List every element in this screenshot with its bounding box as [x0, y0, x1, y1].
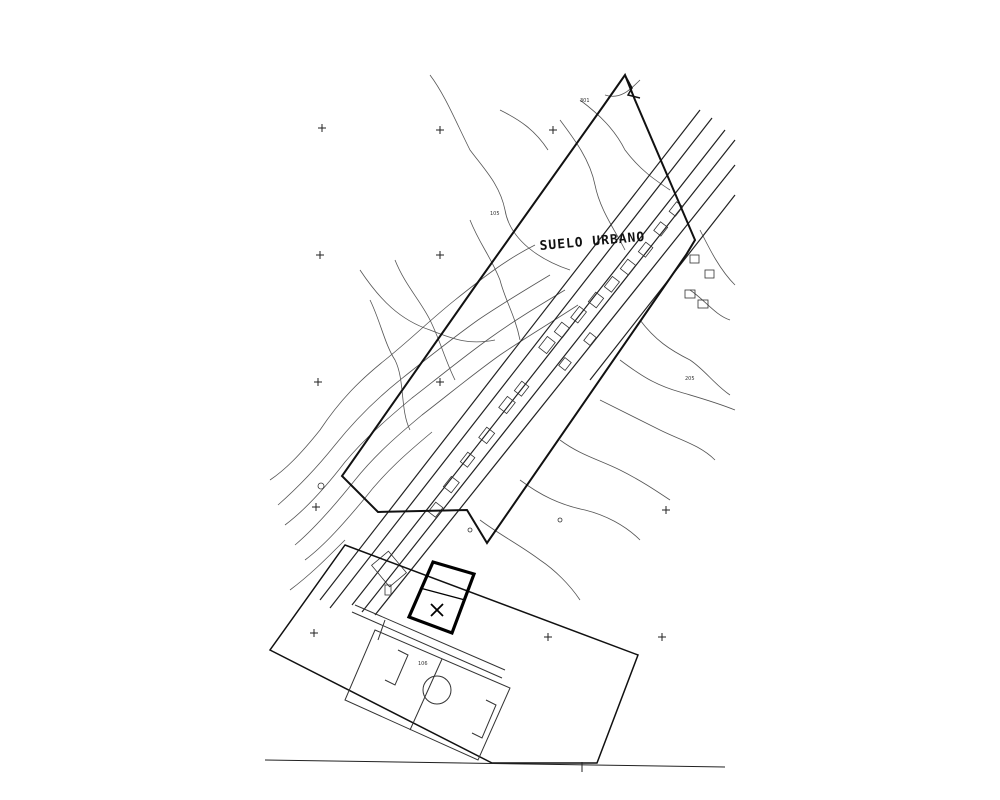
lower-parcel-boundary — [268, 544, 639, 764]
bottom-baseline — [264, 759, 726, 772]
elevation-label: 106 — [418, 661, 428, 667]
built-parcels — [371, 201, 715, 596]
contour-lines — [269, 74, 736, 601]
road-corridor — [319, 109, 736, 616]
sports-field — [344, 604, 511, 761]
grid-crosses — [310, 124, 670, 641]
plus-cross-icon — [436, 126, 444, 134]
elevation-label: 301 — [580, 98, 590, 104]
plus-cross-icon — [310, 629, 318, 637]
x-mark-icon — [430, 603, 444, 617]
boundary-notch — [624, 74, 641, 99]
plus-cross-icon — [549, 126, 557, 134]
plus-cross-icon — [436, 251, 444, 259]
plus-cross-icon — [658, 633, 666, 641]
elevation-label: 105 — [490, 211, 500, 217]
elevation-label: 205 — [685, 376, 695, 382]
plus-cross-icon — [312, 503, 320, 511]
urban-land-boundary — [340, 72, 697, 545]
plus-cross-icon — [662, 506, 670, 514]
plus-cross-icon — [316, 251, 324, 259]
plus-cross-icon — [436, 378, 444, 386]
site-parcel — [406, 560, 477, 636]
plus-cross-icon — [318, 124, 326, 132]
plus-cross-icon — [544, 633, 552, 641]
small-marks — [317, 482, 563, 533]
plus-cross-icon — [314, 378, 322, 386]
site-parcel-divider — [419, 587, 466, 601]
